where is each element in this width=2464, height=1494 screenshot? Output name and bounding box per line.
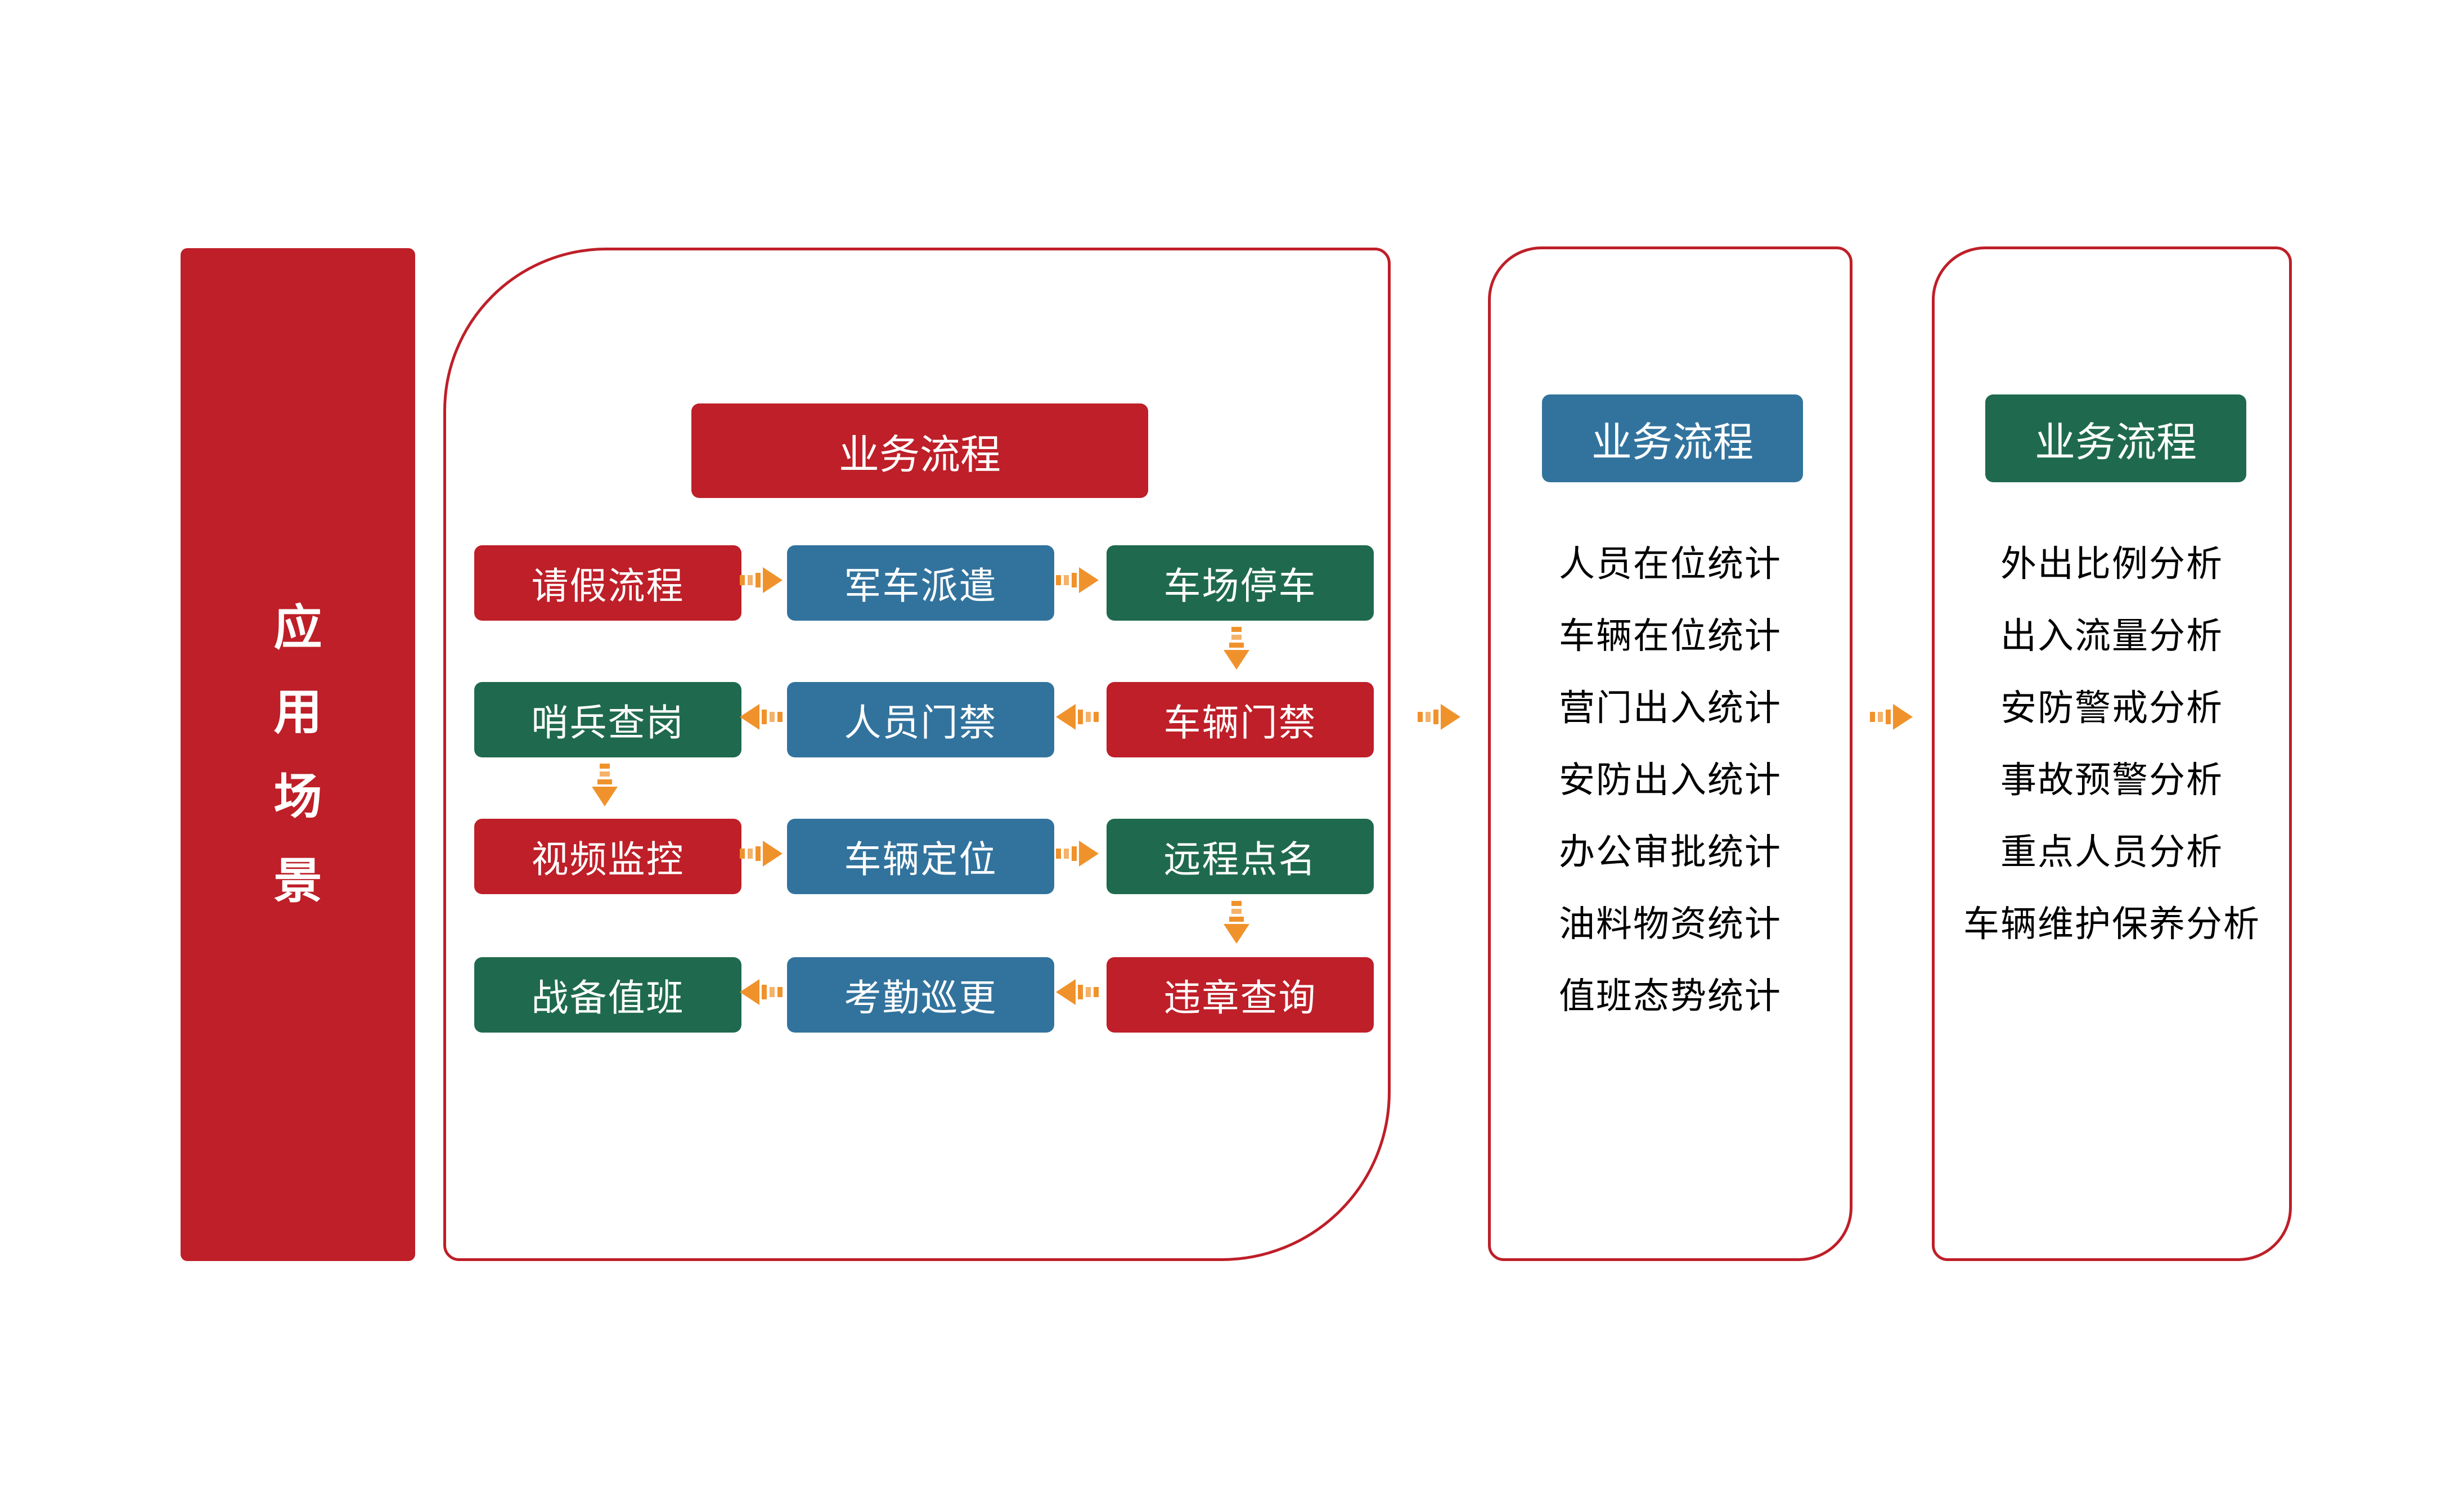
flow-box-attendance-patrol: 考勤巡更 xyxy=(787,957,1054,1033)
list-item-personnel-presence-stats: 人员在位统计 xyxy=(1559,544,1782,584)
vertical-label-char: 景 xyxy=(273,854,322,908)
list-item-security-inout-stats: 安防出入统计 xyxy=(1559,760,1782,800)
list-item-outing-ratio-analysis: 外出比例分析 xyxy=(2000,544,2223,584)
list-item-vehicle-maintenance-analysis: 车辆维护保养分析 xyxy=(1963,904,2260,944)
flow-box-violation-query: 违章查询 xyxy=(1107,957,1374,1033)
flow-arrow-down-icon xyxy=(1221,626,1252,671)
flow-box-vehicle-access: 车辆门禁 xyxy=(1107,682,1374,757)
list-item-key-personnel-analysis: 重点人员分析 xyxy=(2000,832,2223,872)
list-item-duty-status-stats: 值班态势统计 xyxy=(1559,976,1782,1016)
flow-box-remote-rollcall: 远程点名 xyxy=(1107,819,1374,894)
list-item-accident-warning-analysis: 事故预警分析 xyxy=(2000,760,2223,800)
panel-business-flow: 业务流程 请假流程 军车派遣 车场停车 哨兵查岗 人员门禁 车辆门禁 视频监控 … xyxy=(443,248,1391,1261)
flow-arrow-left-icon xyxy=(1055,701,1100,733)
flow-arrow-left-icon xyxy=(739,976,784,1008)
flow-box-sentry-check: 哨兵查岗 xyxy=(474,682,741,757)
vertical-label-char: 场 xyxy=(273,770,322,824)
vertical-label-char: 用 xyxy=(273,685,322,739)
flow-arrow-left-icon xyxy=(739,701,784,733)
flow-box-vehicle-dispatch: 军车派遣 xyxy=(787,545,1054,621)
flow-arrow-left-icon xyxy=(1055,976,1100,1008)
list-item-vehicle-presence-stats: 车辆在位统计 xyxy=(1559,616,1782,656)
panel-statistics: 业务流程 人员在位统计 车辆在位统计 营门出入统计 安防出入统计 办公审批统计 … xyxy=(1488,246,1853,1261)
panel-link-arrow-right-icon xyxy=(1869,701,1914,733)
flow-box-personnel-access: 人员门禁 xyxy=(787,682,1054,757)
flow-arrow-right-icon xyxy=(739,564,784,596)
application-scenarios-bar: 应 用 场 景 xyxy=(181,248,415,1261)
panel3-header: 业务流程 xyxy=(1985,394,2246,482)
panel1-header: 业务流程 xyxy=(691,403,1148,498)
flow-box-combat-duty: 战备值班 xyxy=(474,957,741,1033)
panel-link-arrow-right-icon xyxy=(1417,701,1462,733)
flow-box-leave-process: 请假流程 xyxy=(474,545,741,621)
flow-arrow-down-icon xyxy=(1221,900,1252,945)
flow-arrow-down-icon xyxy=(589,762,621,807)
flow-box-video-monitor: 视频监控 xyxy=(474,819,741,894)
flow-arrow-right-icon xyxy=(1055,838,1100,869)
flow-box-parking: 车场停车 xyxy=(1107,545,1374,621)
panel-analysis: 业务流程 外出比例分析 出入流量分析 安防警戒分析 事故预警分析 重点人员分析 … xyxy=(1932,246,2292,1261)
flow-arrow-right-icon xyxy=(739,838,784,869)
panel2-header: 业务流程 xyxy=(1542,394,1803,482)
list-item-inout-flow-analysis: 出入流量分析 xyxy=(2000,616,2223,656)
list-item-office-approval-stats: 办公审批统计 xyxy=(1559,832,1782,872)
vertical-label-char: 应 xyxy=(273,601,322,655)
list-item-security-alert-analysis: 安防警戒分析 xyxy=(2000,688,2223,728)
flow-arrow-right-icon xyxy=(1055,564,1100,596)
flow-box-vehicle-locating: 车辆定位 xyxy=(787,819,1054,894)
list-item-gate-inout-stats: 营门出入统计 xyxy=(1559,688,1782,728)
list-item-fuel-material-stats: 油料物资统计 xyxy=(1559,904,1782,944)
